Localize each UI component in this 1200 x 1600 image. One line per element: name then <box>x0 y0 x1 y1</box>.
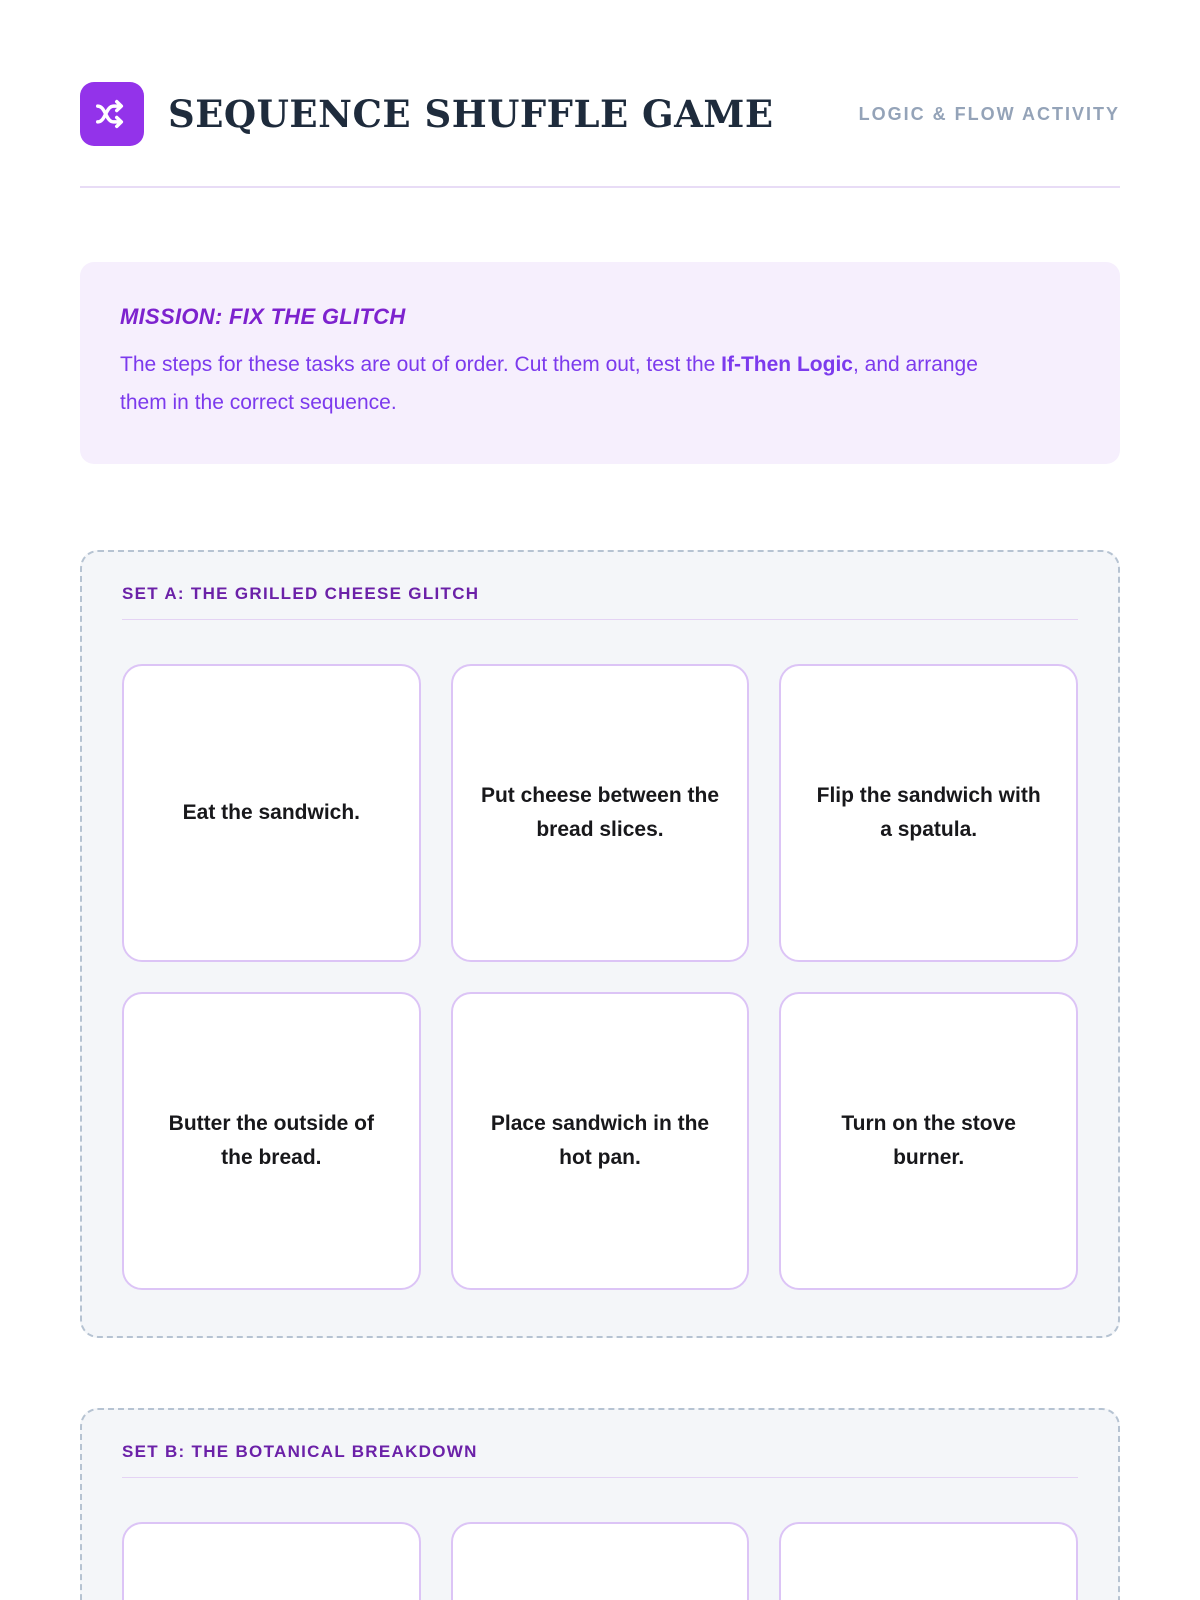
set-b-card-grid <box>122 1522 1078 1600</box>
mission-text-end: , and arrange them in the correct sequen… <box>120 353 978 414</box>
step-card[interactable] <box>779 1522 1078 1600</box>
mission-panel: MISSION: FIX THE GLITCH The steps for th… <box>80 262 1120 464</box>
step-card-text: Flip the sandwich with a spatula. <box>816 784 1041 841</box>
set-a-card-grid: Eat the sandwich. Put cheese between the… <box>122 664 1078 1290</box>
mission-title: MISSION: FIX THE GLITCH <box>120 304 406 329</box>
mission-text-start: The steps for these tasks are out of ord… <box>120 353 722 376</box>
step-card[interactable]: Flip the sandwich with a spatula. <box>779 664 1078 962</box>
header-divider <box>80 186 1120 188</box>
mission-instructions: The steps for these tasks are out of ord… <box>120 346 1030 422</box>
step-card[interactable] <box>450 1522 750 1600</box>
step-card-text: Turn on the stove burner. <box>841 1112 1016 1169</box>
set-b-divider <box>122 1477 1078 1478</box>
set-a-divider <box>122 619 1078 620</box>
step-card-text: Butter the outside of the bread. <box>168 1112 374 1169</box>
step-card[interactable]: Place sandwich in the hot pan. <box>450 992 750 1290</box>
step-card[interactable]: Eat the sandwich. <box>122 664 421 962</box>
page-title: SEQUENCE SHUFFLE GAME <box>168 92 774 136</box>
activity-badge: LOGIC & FLOW ACTIVITY <box>858 103 1120 124</box>
shuffle-icon <box>80 82 144 146</box>
header: SEQUENCE SHUFFLE GAME LOGIC & FLOW ACTIV… <box>80 82 1120 146</box>
step-card-text: Place sandwich in the hot pan. <box>490 1112 710 1169</box>
step-card[interactable] <box>122 1522 421 1600</box>
step-card[interactable]: Turn on the stove burner. <box>779 992 1078 1290</box>
set-b-panel: SET B: THE BOTANICAL BREAKDOWN <box>80 1408 1120 1600</box>
step-card[interactable]: Put cheese between the bread slices. <box>450 664 750 962</box>
mission-text-bold: If-Then Logic <box>721 353 853 376</box>
step-card[interactable]: Butter the outside of the bread. <box>122 992 421 1290</box>
set-a-panel: SET A: THE GRILLED CHEESE GLITCH Eat the… <box>80 550 1120 1338</box>
set-b-title: SET B: THE BOTANICAL BREAKDOWN <box>122 1442 478 1461</box>
step-card-text: Put cheese between the bread slices. <box>480 784 720 841</box>
set-a-title: SET A: THE GRILLED CHEESE GLITCH <box>122 584 480 603</box>
step-card-text: Eat the sandwich. <box>182 801 361 824</box>
